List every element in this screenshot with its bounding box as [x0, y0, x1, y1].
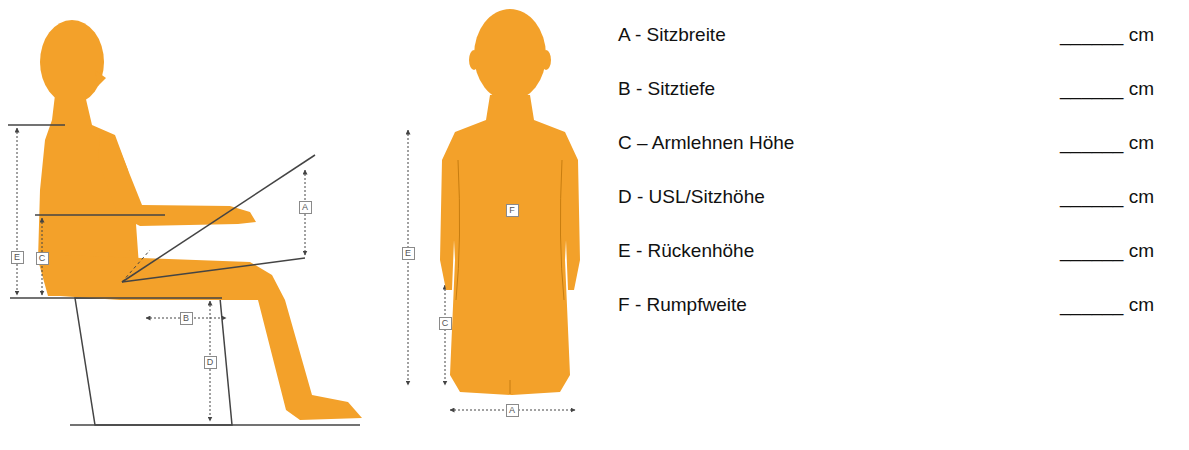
callout-letter: A	[509, 406, 515, 415]
callout-box: A	[299, 201, 312, 214]
callout-letter: E	[14, 253, 20, 262]
measure-blank: ______ cm	[1060, 132, 1154, 155]
callout-letter: C	[39, 254, 46, 263]
measure-name: A - Sitzbreite	[618, 24, 726, 47]
measure-name: B - Sitztiefe	[618, 78, 715, 101]
callout-box: F	[506, 204, 519, 217]
callout-letter: E	[405, 249, 411, 258]
measure-blank: ______ cm	[1060, 24, 1154, 47]
callout-box: B	[180, 312, 193, 325]
callout-letter: C	[442, 319, 449, 328]
callout-letter: B	[183, 314, 189, 323]
measure-name: E - Rückenhöhe	[618, 240, 754, 263]
measure-name: F - Rumpfweite	[618, 294, 747, 317]
measure-name: D - USL/Sitzhöhe	[618, 186, 765, 209]
callout-box: E	[402, 247, 415, 260]
measure-blank: ______ cm	[1060, 240, 1154, 263]
callout-box: C	[36, 252, 49, 265]
callout-box: C	[439, 317, 452, 330]
callout-box: A	[506, 404, 519, 417]
callout-box: D	[204, 356, 217, 369]
callout-letter: F	[509, 206, 515, 215]
measure-blank: ______ cm	[1060, 186, 1154, 209]
callout-letter: D	[207, 358, 214, 367]
callout-box: E	[11, 251, 24, 264]
measure-name: C – Armlehnen Höhe	[618, 132, 794, 155]
measure-blank: ______ cm	[1060, 294, 1154, 317]
measure-blank: ______ cm	[1060, 78, 1154, 101]
callout-letter: A	[302, 203, 308, 212]
